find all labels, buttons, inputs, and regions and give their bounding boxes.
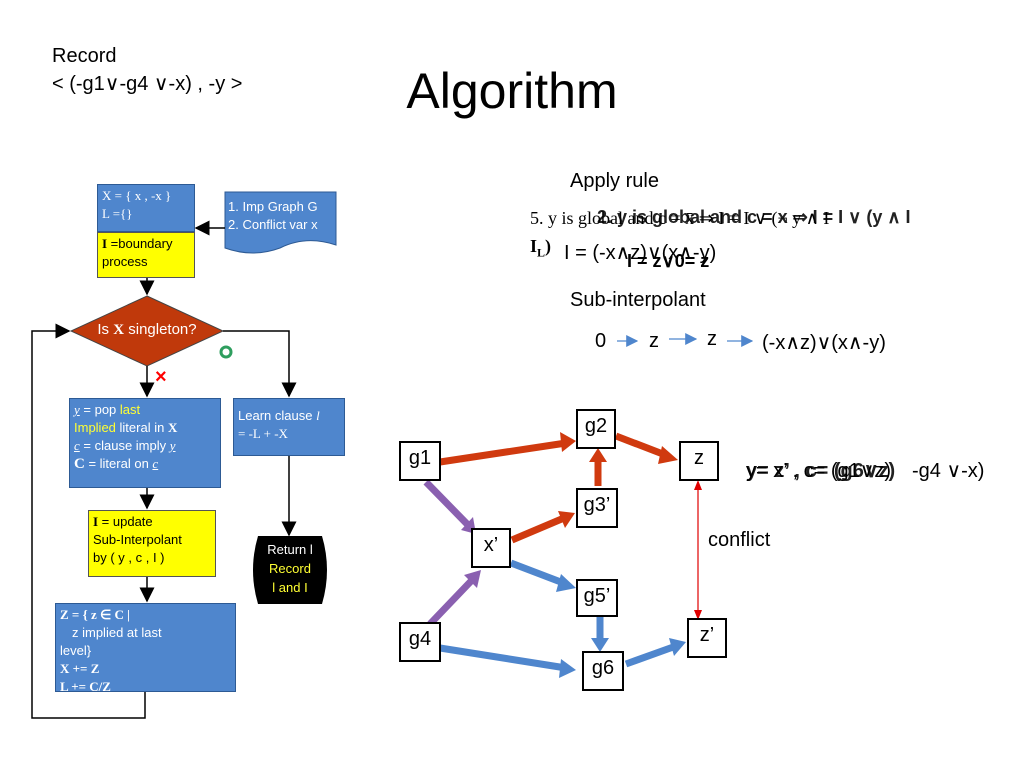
node-g4: g4 <box>399 622 441 662</box>
node-g2: g2 <box>576 409 616 449</box>
z-update-box: Z = { z ∈ C | z implied at last level} X… <box>55 603 236 692</box>
seq-z2: z <box>707 328 717 350</box>
record-label: Record <box>52 45 117 67</box>
node-z: z <box>679 441 719 481</box>
seq-z1: z <box>649 330 659 352</box>
assignment-text: y= x’ , c= (g1∨z) <box>746 460 892 482</box>
slide-title: Algorithm <box>406 63 618 119</box>
learn-clause-box: Learn clause l = -L + -X <box>233 398 345 456</box>
i-value: I = (-x∧z)∨(x∧-y) <box>564 242 717 264</box>
boundary-box: I =boundary process <box>97 232 195 278</box>
seq-final: (-x∧z)∨(x∧-y) <box>762 332 886 354</box>
doc-line1: 1. Imp Graph G <box>228 199 318 214</box>
boundary-i: I <box>102 236 108 251</box>
assignment-tail: -g4 ∨-x) <box>912 460 985 482</box>
seq-0: 0 <box>595 330 607 352</box>
node-g5-prime: g5’ <box>576 579 618 617</box>
yes-circle-icon <box>219 345 233 359</box>
decision-label: Is X singleton? <box>97 321 197 338</box>
doc-line2: 2. Conflict var x <box>228 217 318 232</box>
input-document-shape <box>224 191 337 254</box>
init-l-line: L ={} <box>102 206 133 221</box>
node-x-prime: x’ <box>471 528 511 568</box>
node-g3-prime: g3’ <box>576 488 618 528</box>
record-formula: < (-g1∨-g4 ∨-x) , -y > <box>52 73 243 95</box>
pop-box: y = pop last Implied literal in X c = cl… <box>69 398 221 488</box>
assignment-overlap: y= z’ , c= (g6∨z) <box>746 460 896 482</box>
input-document: 1. Imp Graph G 2. Conflict var x <box>228 198 318 234</box>
init-box: X = { x , -x } L ={} <box>97 184 195 232</box>
node-z-prime: z’ <box>687 618 727 658</box>
return-terminal: Return l Record l and I <box>267 542 313 595</box>
return-terminal-shape <box>253 536 327 604</box>
graph-edges <box>423 432 702 678</box>
rule-i-tail: IL) <box>530 236 552 260</box>
conflict-label: conflict <box>708 529 771 551</box>
boundary-text: =boundary process <box>102 236 173 269</box>
learn-formula: = -L + -X <box>238 426 288 441</box>
init-x-line: X = { x , -x } <box>102 188 172 203</box>
no-cross-icon: × <box>155 366 167 388</box>
rule-5-text: 5. y is global and c = x̄ ⇒ I = I ∨ (¬ y… <box>530 208 830 228</box>
apply-rule-label: Apply rule <box>570 170 659 192</box>
node-g6: g6 <box>582 651 624 691</box>
record-annotation: Record < (-g1∨-g4 ∨-x) , -y > <box>52 42 242 98</box>
sub-interpolant-label: Sub-interpolant <box>570 289 706 311</box>
i-overlap-value: I = z∨0= z <box>627 251 710 271</box>
update-box: I = update Sub-Interpolant by ( y , c , … <box>88 510 216 577</box>
rule-overlap-text: 2. y is global and c = x ⇒ I = I ∨ (y ∧ … <box>597 207 911 227</box>
node-g1: g1 <box>399 441 441 481</box>
